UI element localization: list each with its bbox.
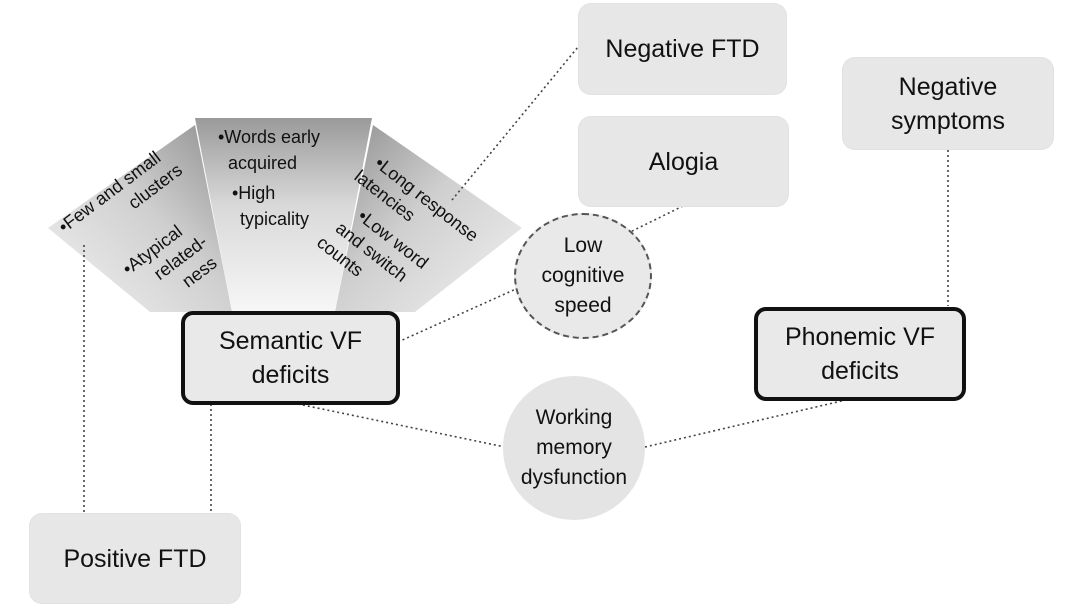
semantic-vf-deficits-label: Semantic VF deficits xyxy=(218,327,363,389)
fan-middle-text: •Words early acquired •High typicality xyxy=(218,124,320,232)
fan-segment-left xyxy=(48,125,232,312)
fan-middle-line-2: acquired xyxy=(228,153,298,173)
fan-middle-line-4: typicality xyxy=(240,209,310,229)
phonemic-vf-deficits-node: Phonemic VF deficits xyxy=(754,307,966,401)
working-memory-node: Working memory dysfunction xyxy=(503,376,645,520)
positive-ftd-label: Positive FTD xyxy=(63,544,207,573)
low-cognitive-speed-node: Low cognitive speed xyxy=(514,213,652,339)
fan-segment-right xyxy=(335,125,522,312)
connector-speed-semantic xyxy=(397,283,528,343)
fan-middle-line-1: •Words early xyxy=(218,127,320,147)
alogia-node: Alogia xyxy=(579,117,788,206)
negative-ftd-label: Negative FTD xyxy=(605,35,760,63)
phonemic-vf-deficits-label: Phonemic VF deficits xyxy=(784,323,936,385)
semantic-vf-deficits-node: Semantic VF deficits xyxy=(181,311,400,405)
positive-ftd-node: Positive FTD xyxy=(30,514,240,603)
connector-memory-phonemic xyxy=(644,398,851,448)
working-memory-label: Working memory dysfunction xyxy=(520,406,628,489)
connector-negative-ftd xyxy=(451,46,579,201)
connector-semantic-memory xyxy=(297,403,506,448)
fan-middle-line-3: •High xyxy=(232,183,276,203)
low-cognitive-speed-label: Low cognitive speed xyxy=(541,234,625,317)
fan-segment-middle xyxy=(195,118,372,312)
alogia-label: Alogia xyxy=(648,147,719,176)
negative-symptoms-node: Negative symptoms xyxy=(843,58,1053,149)
negative-symptoms-label: Negative symptoms xyxy=(891,72,1005,135)
negative-ftd-node: Negative FTD xyxy=(579,4,786,94)
